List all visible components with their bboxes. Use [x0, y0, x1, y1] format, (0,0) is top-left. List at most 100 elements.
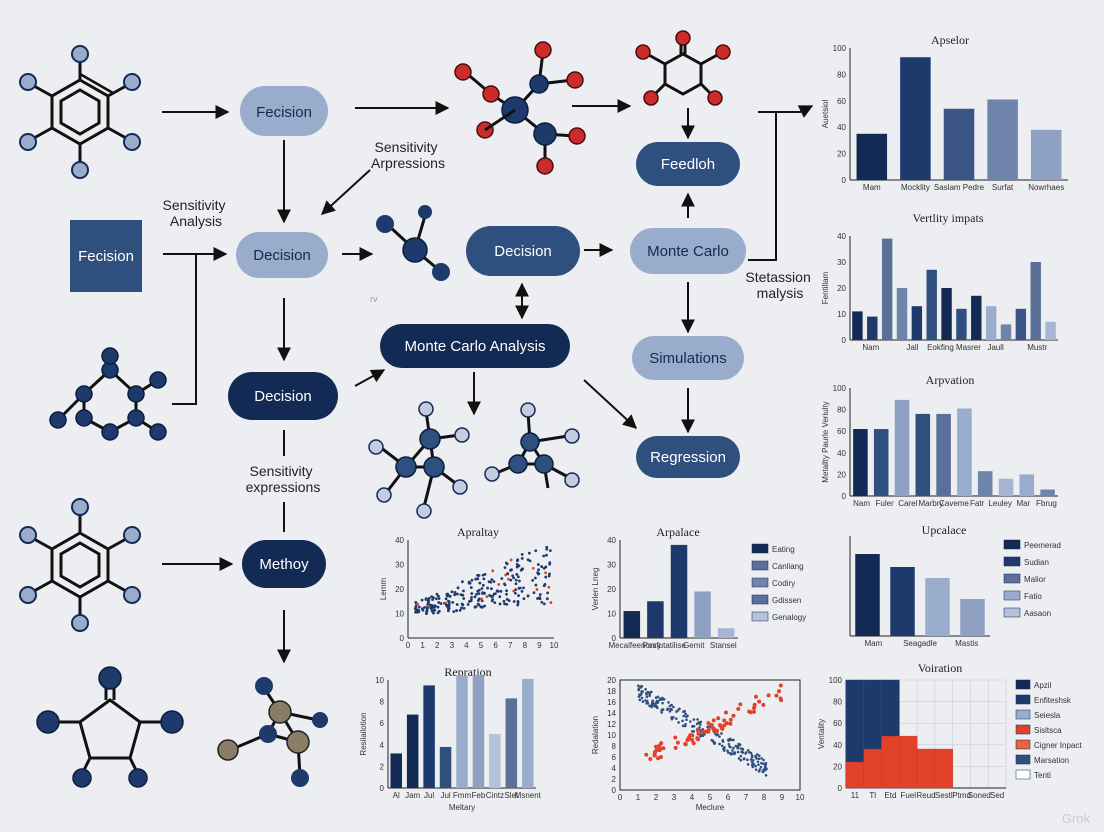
y-tick-label: 40: [837, 232, 846, 241]
node-decision-center[interactable]: Decision: [466, 226, 580, 276]
scatter-point: [675, 717, 678, 720]
node-methoy[interactable]: Methoy: [242, 540, 326, 588]
y-tick-label: 40: [837, 123, 846, 132]
scatter-point: [546, 591, 550, 595]
scatter-point: [455, 603, 459, 606]
scatter-point: [750, 760, 754, 764]
scatter-point: [547, 585, 551, 589]
scatter-point: [757, 763, 760, 766]
x-tick-label: 3: [672, 793, 677, 802]
node-simulations[interactable]: Simulations: [632, 336, 744, 380]
scatter-point: [692, 718, 696, 721]
scatter-point: [469, 598, 473, 602]
molecule-icon: [635, 30, 731, 106]
scatter-point: [462, 589, 465, 593]
bar: [1040, 489, 1055, 496]
node-decision-dark[interactable]: Decision: [228, 372, 338, 420]
scatter-point: [473, 605, 477, 609]
scatter-point: [437, 601, 441, 604]
legend-swatch: [751, 577, 769, 588]
scatter-point: [685, 738, 690, 743]
scatter-point: [656, 695, 660, 699]
scatter-point: [764, 773, 768, 777]
legend-label: Cigner Inpact: [1034, 741, 1082, 750]
scatter-point: [757, 699, 762, 704]
scatter-point: [764, 768, 768, 772]
scatter-point: [726, 751, 730, 754]
scatter-point: [436, 605, 440, 609]
scatter-point: [638, 698, 642, 702]
bar: [390, 753, 402, 788]
scatter-point: [736, 750, 740, 754]
scatter-point: [752, 702, 757, 707]
scatter-point: [681, 719, 684, 723]
bar: [896, 288, 908, 340]
x-tick-label: 5: [708, 793, 713, 802]
node-fecision-top[interactable]: Fecision: [240, 86, 328, 136]
x-tick-label: 1: [420, 641, 425, 650]
y-axis-label: Fentillam: [821, 271, 830, 304]
scatter-point: [477, 588, 481, 592]
x-tick-label: 0: [406, 641, 411, 650]
area-cell: [881, 735, 900, 789]
scatter-point: [727, 742, 731, 746]
area-cell: [916, 748, 936, 789]
scatter-point: [672, 705, 675, 709]
benzene-ring-icon: [19, 45, 141, 179]
scatter-point: [753, 694, 758, 699]
scatter-point: [514, 578, 518, 582]
chart-title: Apraltay: [457, 525, 499, 539]
scatter-point: [427, 596, 431, 600]
x-tick-label: 8: [523, 641, 528, 650]
legend-swatch: [751, 611, 769, 622]
node-monte-carlo-analysis[interactable]: Monte Carlo Analysis: [380, 324, 570, 368]
scatter-point: [732, 738, 735, 742]
node-fecision-box[interactable]: Fecision: [70, 220, 142, 292]
node-decision-left[interactable]: Decision: [236, 232, 328, 278]
scatter-point: [645, 695, 649, 699]
y-tick-label: 100: [833, 384, 847, 393]
scatter-point: [661, 701, 664, 705]
scatter-point: [515, 559, 519, 563]
y-tick-label: 60: [837, 427, 846, 436]
scatter-point: [520, 556, 524, 560]
scatter-point: [520, 567, 524, 571]
scatter-point: [645, 702, 648, 705]
node-feedloh[interactable]: Feedloh: [636, 142, 740, 186]
y-tick-label: 18: [607, 687, 616, 696]
scatter-point: [727, 738, 730, 741]
node-regression[interactable]: Regression: [636, 436, 740, 478]
scatter-point: [414, 610, 418, 614]
scatter-point: [750, 754, 754, 757]
scatter-point: [700, 730, 705, 735]
scatter-point: [414, 605, 418, 609]
scatter-point: [542, 584, 546, 588]
bar: [852, 311, 863, 340]
bar: [1015, 308, 1027, 340]
scatter-point: [673, 735, 678, 740]
y-tick-label: 16: [607, 698, 616, 707]
scatter-point: [545, 553, 548, 557]
scatter-point: [452, 610, 456, 614]
node-monte-carlo[interactable]: Monte Carlo: [630, 228, 746, 274]
scatter-point: [726, 749, 729, 752]
scatter-point: [695, 727, 700, 732]
scatter-point: [485, 595, 489, 598]
legend-label: Seiesla: [1034, 711, 1061, 720]
scatter-point: [678, 707, 681, 711]
scatter-point: [776, 689, 781, 694]
x-tick-label: Mocklity: [901, 183, 930, 192]
scatter-point: [500, 577, 504, 580]
legend-swatch: [1015, 769, 1031, 780]
scatter-point: [691, 741, 696, 746]
y-tick-label: 8: [380, 698, 385, 707]
scatter-point: [670, 717, 674, 721]
legend-label: Marsation: [1034, 756, 1069, 765]
scatter-point: [754, 764, 757, 768]
x-tick-label: Mam: [864, 639, 882, 648]
x-tick-label: Fatr: [970, 499, 985, 508]
x-tick-label: 4: [464, 641, 469, 650]
scatter-point: [512, 576, 515, 580]
